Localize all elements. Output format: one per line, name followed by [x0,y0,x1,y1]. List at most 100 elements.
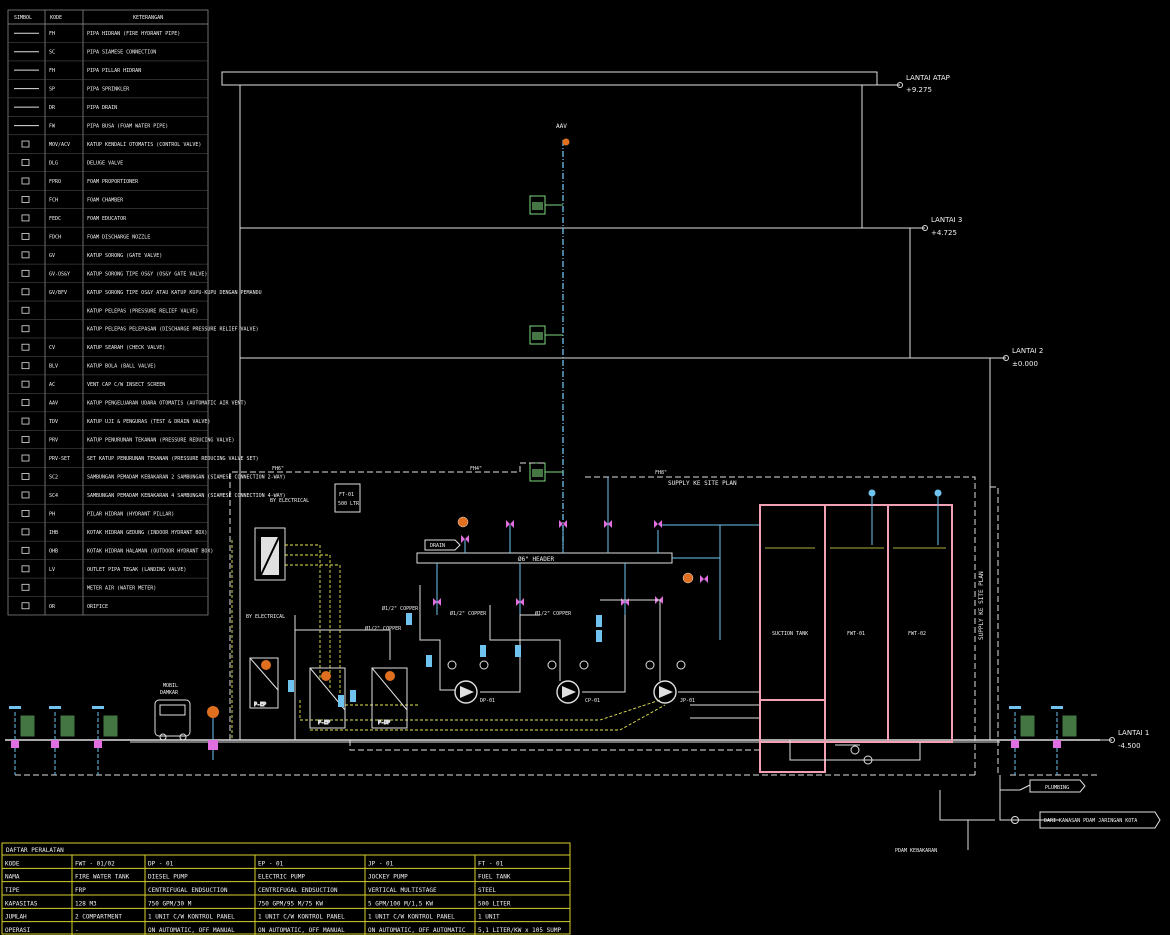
equipment-cell: OPERASI [5,927,31,934]
legend-desc: ORIFICE [87,604,108,610]
fuel-tank-capacity: 500 LTR [338,501,360,507]
fwt01-label: FWT-01 [847,631,865,637]
equipment-cell: KAPASITAS [5,900,38,907]
level-markers: LANTAI ATAP +9.275 LANTAI 3 +4.725 LANTA… [877,74,1149,750]
legend-code: AC [49,382,55,388]
fwt02-label: FWT-02 [908,631,926,637]
legend-desc: PIPA PILLAR HIDRAN [87,68,141,74]
diesel-pump: DP-01 [454,680,495,704]
legend-desc: OUTLET PIPA TEGAK (LANDING VALVE) [87,567,186,573]
legend-code: SC [49,50,55,56]
equipment-cell: DIESEL PUMP [148,874,188,881]
legend-desc: FOAM CHAMBER [87,197,124,203]
legend-desc: PIPA DRAIN [87,105,117,111]
legend-desc: KATUP PELEPAS PELEPASAN (DISCHARGE PRESS… [87,327,259,333]
legend-desc: KATUP SEARAH (CHECK VALVE) [87,345,165,351]
water-tanks: SUCTION TANK FWT-01 FWT-02 [759,489,953,773]
fuel-tank: FT-01 500 LTR [334,483,361,513]
suction-tank-label: SUCTION TANK [772,631,808,637]
legend-code: TDV [49,419,58,425]
header-label: Ø6" HEADER [518,556,555,563]
legend-code: FEDC [49,216,61,222]
legend-code: PRV-SET [49,456,70,462]
tank-inlets [868,489,942,545]
equipment-cell: DP - 01 [148,860,174,867]
legend-code: OHB [49,548,58,554]
legend-code: DR [49,105,56,111]
legend-header-0: SIMBOL [14,15,32,21]
legend-symbol-icon [21,196,30,203]
tank-outlets [789,740,921,765]
level-3: LANTAI 3 +4.725 [910,216,962,237]
equipment-cell: 500 LITER [478,900,511,907]
pump-skid-1-label: P-EP [254,702,266,708]
supply-pipe-loop [15,462,1100,776]
pipe-label-fh4: FH4" [470,466,482,472]
legend-code: GV/BFV [49,290,67,296]
legend-symbol-icon [21,528,30,536]
header-pipe: Ø6" HEADER [416,477,760,640]
level-2: LANTAI 2 ±0.000 [990,347,1043,368]
pump-skid-3: P-DP [371,667,408,729]
equipment-cell: CENTRIFUGAL ENDSUCTION [258,887,338,894]
pipe-label-fh6: FH6" [272,466,284,472]
legend-desc: KOTAK HIDRAN HALAMAN (OUTDOOR HYDRANT BO… [87,548,213,554]
equipment-cell: TIPE [5,887,20,894]
level-3-name: LANTAI 3 [931,216,962,224]
fuel-tank-code: FT-01 [339,492,354,498]
pump-skid-3-label: P-DP [378,720,390,726]
pipe-label-fh8: FH8" [655,470,667,476]
building-section [5,71,1100,743]
legend-symbol-icon [21,232,30,240]
equipment-cell: JP - 01 [368,860,394,867]
legend-desc: KATUP BOLA (BALL VALVE) [87,364,156,370]
level-1-name: LANTAI 1 [1118,729,1149,737]
legend-desc: SAMBUNGAN PEMADAM KEBAKARAN 2 SAMBUNGAN … [87,474,286,480]
legend-symbol-icon [21,399,30,407]
control-wiring [231,540,666,740]
indoor-hydrant-box-2 [529,462,563,482]
copper-label-2: Ø1/2" COPPER [365,625,402,632]
equipment-cell: 5 GPM/100 M/1,5 KW [368,900,433,907]
pump-skid-2-label: P-EP [318,720,330,726]
legend-code: MOV/ACV [49,142,70,148]
level-2-elev: ±0.000 [1012,360,1038,368]
legend-symbol-icon [21,159,30,166]
legend-desc: PILAR HIDRAN (HYDRANT PILLAR) [87,511,174,517]
indoor-hydrant-box-roof [529,195,563,215]
legend-header-1: KODE [50,15,62,21]
legend-code: FW [49,124,56,130]
equipment-cell: - [75,927,79,934]
equipment-cell: JOCKEY PUMP [368,874,408,881]
legend-symbol-icon [21,306,30,314]
legend-code: CV [49,345,55,351]
legend-desc: KATUP SORONG (GATE VALVE) [87,253,162,259]
outdoor-hydrants-left [9,706,118,775]
legend-desc: PIPA BUSA (FOAM WATER PIPE) [87,124,168,130]
legend-code: SP [49,87,55,93]
jockey-pump: JP-01 [653,680,695,704]
equipment-cell: ON AUTOMATIC, OFF MANUAL [258,927,345,934]
by-electrical-top: BY ELECTRICAL [270,498,309,504]
level-1-elev: -4.500 [1118,742,1141,750]
legend-symbol-icon [21,510,30,517]
legend-symbol-icon [21,473,30,480]
legend-symbol-icon [21,491,30,499]
supply-site-label: SUPPLY KE SITE PLAN [668,480,737,487]
aav-label: AAV [556,123,567,130]
legend-code: PH [49,511,55,517]
legend-code: DLG [49,161,58,167]
legend-desc: KOTAK HIDRAN GEDUNG (INDOOR HYDRANT BOX) [87,530,207,536]
fire-truck-label-2: DAMKAR [160,690,179,696]
equipment-cell: FT - 01 [478,860,504,867]
equipment-cell: 1 UNIT C/W KONTROL PANEL [258,914,345,921]
equipment-cell: 750 GPM/30 M [148,900,192,907]
supply-site-label-vertical: SUPPLY KE SITE PLAN [978,571,985,640]
legend-header-2: KETERANGAN [133,15,163,21]
legend-symbol-icon [21,343,30,351]
electric-pump: CP-01 [556,680,600,704]
equipment-cell: KODE [5,860,20,867]
legend-symbol-icon [21,362,30,370]
